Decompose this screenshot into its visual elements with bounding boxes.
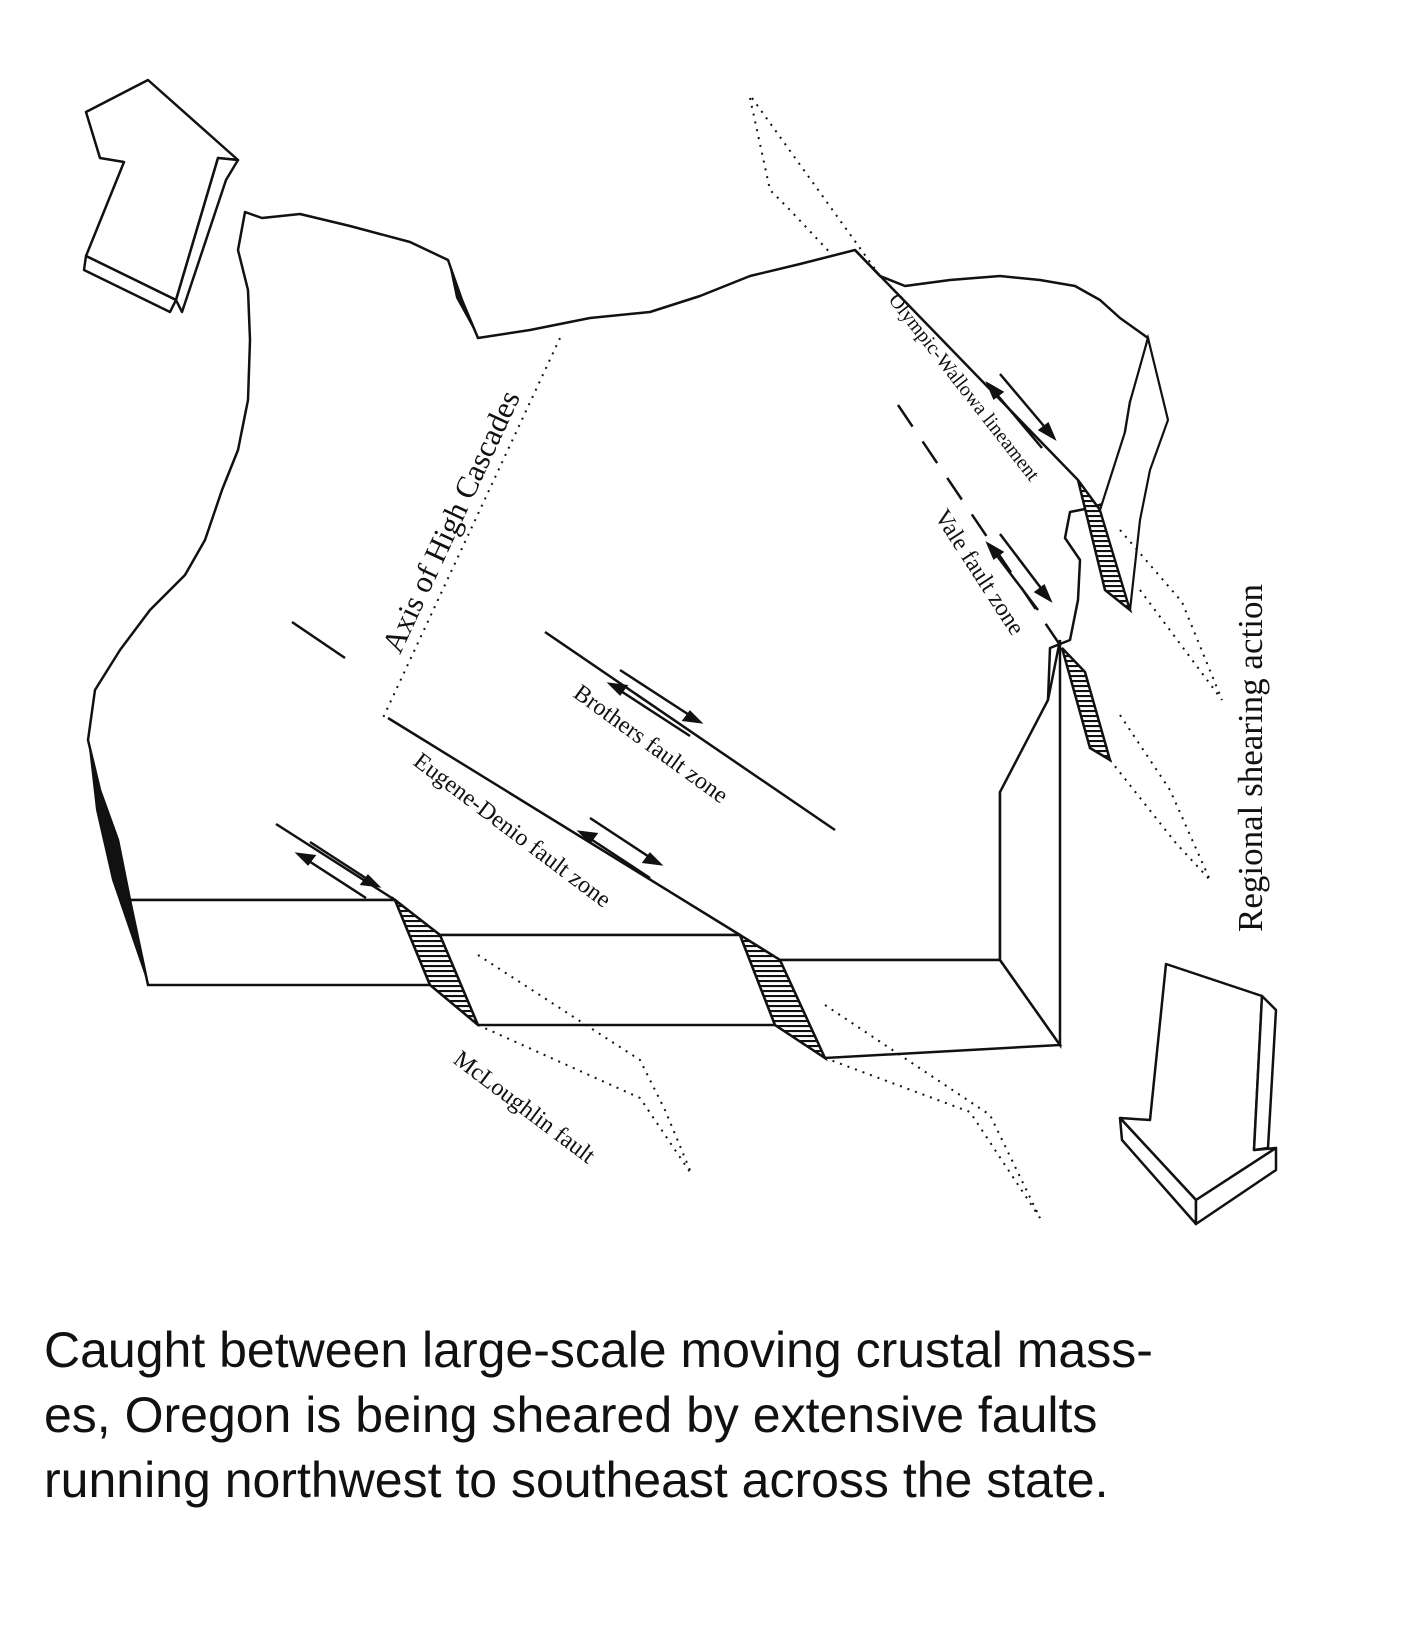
fault-line-olympic-wallowa: [854, 249, 1079, 481]
caption-line: running northwest to southeast across th…: [44, 1452, 1109, 1508]
figure-caption: Caught between large-scale moving crusta…: [44, 1318, 1384, 1513]
front-face-west: [128, 898, 432, 987]
dotted-projection-north: [749, 97, 836, 259]
dotted-projection-ow-2: [1139, 589, 1223, 701]
fault-hatch-vale: [1060, 647, 1113, 763]
arrow-southeast-icon: [1118, 962, 1278, 1226]
east-side-face: [998, 639, 1062, 1049]
caption-line: Caught between large-scale moving crusta…: [44, 1322, 1153, 1378]
fault-line-axis-stub: [291, 620, 346, 660]
label-regional-shearing-action: Regional shearing action: [1231, 584, 1270, 932]
caption-line: es, Oregon is being sheared by extensive…: [44, 1387, 1098, 1443]
fault-line-mcloughlin: [275, 822, 396, 902]
west-edge-shade: [88, 740, 148, 985]
dotted-projection-mcloughlin: [477, 1024, 693, 1176]
dotted-projection-eugene: [824, 1057, 1041, 1219]
fault-line-eugene-denio: [387, 716, 741, 937]
dotted-projection-vale: [1109, 759, 1211, 881]
fault-line-brothers: [544, 630, 836, 832]
dotted-projection-vale-2: [1119, 714, 1211, 881]
label-mcloughlin-fault: McLoughlin fault: [448, 1046, 600, 1169]
front-face-central: [438, 933, 777, 1027]
arrow-northwest-icon: [82, 78, 240, 314]
oregon-block-outline: [86, 210, 1150, 962]
shear-arrows-icon: [294, 373, 1057, 900]
dotted-projection-north-2: [751, 97, 881, 277]
northeast-ridge-face: [1098, 333, 1170, 611]
dotted-projection-mcloughlin-2: [477, 954, 693, 1176]
